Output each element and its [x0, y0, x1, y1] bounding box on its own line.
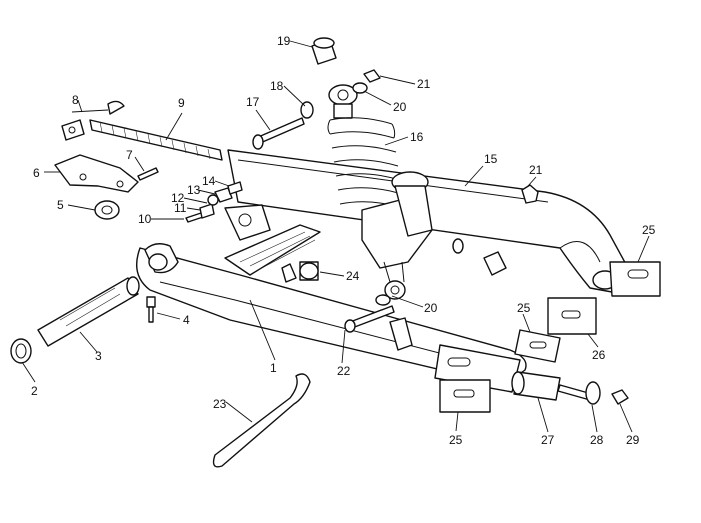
callout-10: 10: [138, 212, 152, 226]
callout-21-upper: 21: [417, 77, 431, 91]
mounting-tab-lower-left: [439, 379, 491, 413]
shock-absorber: [327, 84, 433, 300]
callout-25-middle: 25: [517, 301, 531, 315]
shock-upper-bolt: [252, 117, 305, 150]
shock-upper-washer: [352, 82, 368, 94]
drive-chain: [89, 119, 223, 161]
washer-5: [94, 200, 120, 220]
callout-20-lower: 20: [424, 301, 438, 315]
callout-25-top-right: 25: [642, 223, 656, 237]
callout-21-lower: 21: [529, 163, 543, 177]
chain-guard: [54, 154, 139, 193]
washer-18: [300, 101, 314, 119]
callout-29: 29: [626, 433, 640, 447]
adjuster-hardware: [185, 181, 243, 223]
callout-7: 7: [126, 148, 133, 162]
chain-link: [61, 100, 125, 141]
callout-15: 15: [484, 152, 498, 166]
shock-lower-bolt: [344, 305, 395, 333]
bush-19: [311, 37, 337, 65]
cover-26: [547, 297, 597, 335]
callout-2: 2: [31, 384, 38, 398]
mounting-tab-upper: [609, 261, 661, 297]
callout-13: 13: [187, 183, 201, 197]
callout-23: 23: [213, 397, 227, 411]
callout-28: 28: [590, 433, 604, 447]
shock-upper-nut: [363, 69, 381, 83]
frame-bolt: [146, 296, 156, 323]
callout-16: 16: [410, 130, 424, 144]
callout-25-bottom: 25: [449, 433, 463, 447]
callout-18: 18: [270, 79, 284, 93]
leader-lines: [21, 40, 650, 433]
callout-9: 9: [178, 96, 185, 110]
callout-12: 12: [171, 191, 185, 205]
spindle-spacer: [10, 338, 32, 364]
callout-24: 24: [346, 269, 360, 283]
lower-swingarm-frame: [136, 204, 527, 393]
callout-27: 27: [541, 433, 555, 447]
mounting-tab-lower-right: [514, 329, 561, 363]
callout-4: 4: [183, 313, 190, 327]
callout-1: 1: [270, 361, 277, 375]
callout-22: 22: [337, 364, 351, 378]
bush-24: [299, 261, 319, 281]
callout-17: 17: [246, 95, 260, 109]
screw-7: [137, 167, 159, 181]
callout-6: 6: [33, 166, 40, 180]
callout-14: 14: [202, 174, 216, 188]
shock-lower-washer: [375, 238, 464, 306]
axle-bolt: [557, 381, 601, 405]
callout-26: 26: [592, 348, 606, 362]
c-spanner: [212, 373, 311, 468]
callout-20-upper: 20: [393, 100, 407, 114]
callout-11: 11: [174, 201, 187, 215]
axle-spacer: [511, 371, 561, 401]
callout-19: 19: [277, 34, 291, 48]
callout-labels: 1 2 3 4 5 6 7 8 9 10 11 12 13 14 15 16 1…: [31, 34, 656, 447]
callout-3: 3: [95, 349, 102, 363]
callout-5: 5: [57, 198, 64, 212]
pivot-spindle: [37, 276, 140, 347]
callout-8: 8: [72, 93, 79, 107]
axle-nut: [611, 389, 629, 405]
